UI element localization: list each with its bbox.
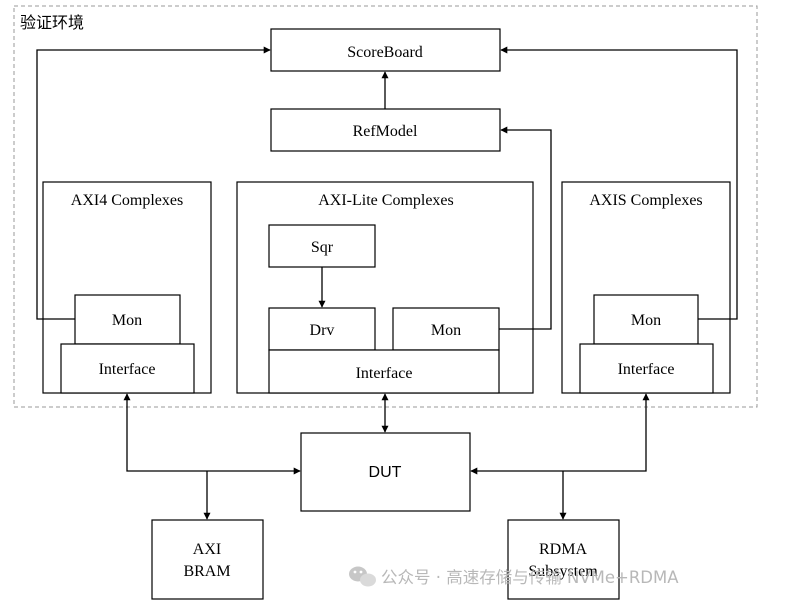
- rdma-line1: RDMA: [539, 541, 587, 558]
- rdma-subsystem: RDMA Subsystem: [507, 519, 620, 600]
- watermark: 公众号 · 高速存储与传输 NVMe+RDMA: [381, 568, 679, 587]
- axi4-complexes: AXI4 Complexes Mon Interface: [42, 181, 212, 394]
- axi4-interface-label: Interface: [99, 361, 156, 378]
- axi-bram-line1: AXI: [193, 541, 221, 558]
- scoreboard: ScoreBoard: [270, 28, 501, 72]
- axilite-mon-label: Mon: [431, 322, 461, 339]
- axis-title: AXIS Complexes: [589, 192, 702, 209]
- axilite-sqr-label: Sqr: [311, 239, 334, 256]
- axis-interface-label: Interface: [618, 361, 675, 378]
- dut-label: DUT: [369, 464, 402, 481]
- refmodel: RefModel: [270, 108, 501, 152]
- verification-env-label: 验证环境: [20, 13, 84, 32]
- axilite-interface-label: Interface: [356, 365, 413, 382]
- rdma-line2: Subsystem: [528, 563, 598, 580]
- axis-mon-to-scoreboard-arrow: [500, 46, 738, 320]
- refmodel-label: RefModel: [353, 123, 418, 140]
- wechat-icon: [349, 566, 376, 587]
- axilite-mon-to-refmodel-arrow: [499, 126, 552, 330]
- axis-interface-dut-arrow: [470, 393, 650, 475]
- axilite-title: AXI-Lite Complexes: [318, 192, 454, 209]
- axi-bram-line2: BRAM: [183, 563, 230, 580]
- axis-mon-label: Mon: [631, 312, 661, 329]
- axi4-mon-to-scoreboard-arrow: [36, 46, 271, 320]
- axi4-interface-dut-arrow: [123, 393, 301, 475]
- axi4-mon-label: Mon: [112, 312, 142, 329]
- axilite-drv-label: Drv: [310, 322, 335, 339]
- axis-complexes: AXIS Complexes Mon Interface: [561, 181, 731, 394]
- axi-bram: AXI BRAM: [151, 519, 264, 600]
- axi4-title: AXI4 Complexes: [71, 192, 183, 209]
- dut: DUT: [300, 432, 471, 512]
- scoreboard-label: ScoreBoard: [347, 44, 423, 61]
- axilite-complexes: AXI-Lite Complexes Sqr Drv Mon Interface: [236, 181, 534, 394]
